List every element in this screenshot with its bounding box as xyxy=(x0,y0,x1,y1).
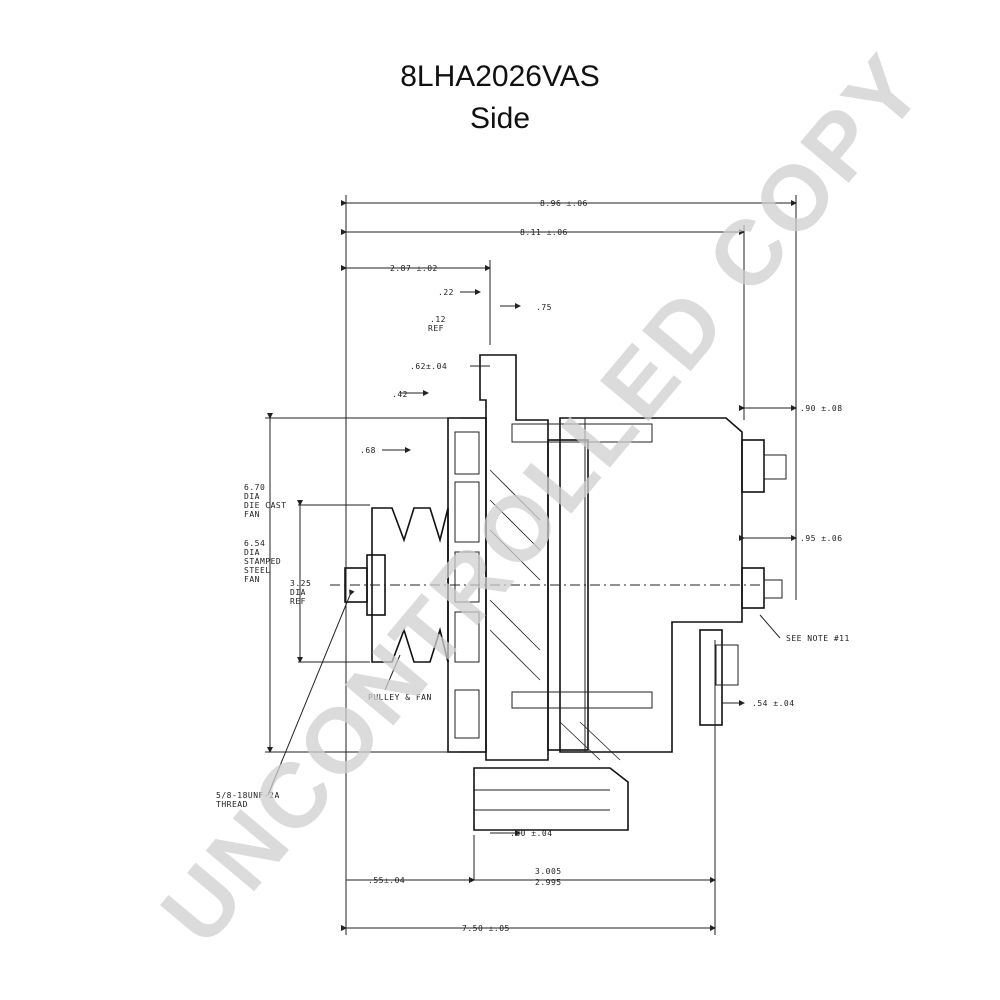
dim-12: .12 xyxy=(430,315,446,324)
see-note: SEE NOTE #11 xyxy=(786,634,850,643)
dim-90: .90 ±.08 xyxy=(800,404,843,413)
through-bolt-bottom xyxy=(511,691,653,709)
dimension-lines xyxy=(265,195,797,935)
front-housing xyxy=(479,354,549,761)
fan-stamped-value: 6.54 xyxy=(244,539,265,548)
rear-housing xyxy=(559,417,743,753)
dim-22: .22 xyxy=(438,288,454,297)
dim-3005: 3.005 xyxy=(535,867,562,876)
dim-2995: 2.995 xyxy=(535,878,562,887)
dim-length-2: 8.11 ±.06 xyxy=(520,228,568,237)
view-subtitle: Side xyxy=(469,102,531,135)
alternator-outline xyxy=(330,354,787,831)
fan-die-cast-type: DIE CAST xyxy=(244,501,287,510)
mounting-foot xyxy=(473,767,629,831)
stator xyxy=(547,439,589,751)
fan-die-cast-fan: FAN xyxy=(244,510,260,519)
dimension-labels: 8.96 ±.06 8.11 ±.06 2.87 ±.02 .22 .12 RE… xyxy=(216,199,850,933)
aux-terminal xyxy=(741,567,765,609)
dim-68: .68 xyxy=(360,446,376,455)
fan-stamped-steel: STEEL xyxy=(244,566,271,575)
dim-30: .30 ±.04 xyxy=(510,829,553,838)
pulley-dia-value: 3.25 xyxy=(290,579,311,588)
dim-75: .75 xyxy=(536,303,552,312)
thread-spec: 5/8-18UNF-2A xyxy=(216,791,280,800)
through-bolt-top xyxy=(511,423,653,443)
dim-95: .95 ±.06 xyxy=(800,534,843,543)
fan-stamped-fan: FAN xyxy=(244,575,260,584)
fan-die-cast-value: 6.70 xyxy=(244,483,265,492)
part-number-title: 8LHA2026VAS xyxy=(400,60,600,93)
dim-12-ref: REF xyxy=(428,324,444,333)
dim-62: .62±.04 xyxy=(410,362,447,371)
thread-label: THREAD xyxy=(216,800,248,809)
fan-die-cast-dia: DIA xyxy=(244,492,260,501)
output-terminal xyxy=(741,439,765,493)
regulator xyxy=(699,629,723,726)
fan-stamped-dia: DIA xyxy=(244,548,260,557)
pulley-dia-label: DIA xyxy=(290,588,306,597)
dim-55: .55±.04 xyxy=(368,876,405,885)
pulley-fan-label: PULLEY & FAN xyxy=(368,693,432,702)
dim-base-length: 7.50 ±.05 xyxy=(462,924,510,933)
dim-pulley-to-flange: 2.87 ±.02 xyxy=(390,264,438,273)
dim-54: .54 ±.04 xyxy=(752,699,795,708)
fan-stamped-type: STAMPED xyxy=(244,557,281,566)
ground-terminal xyxy=(715,644,739,686)
uncontrolled-copy-watermark: UNCONTROLLED COPY xyxy=(142,35,944,963)
pulley-dia-ref: REF xyxy=(290,597,306,606)
dim-42: .42 xyxy=(392,390,408,399)
dim-overall-length: 8.96 ±.06 xyxy=(540,199,588,208)
